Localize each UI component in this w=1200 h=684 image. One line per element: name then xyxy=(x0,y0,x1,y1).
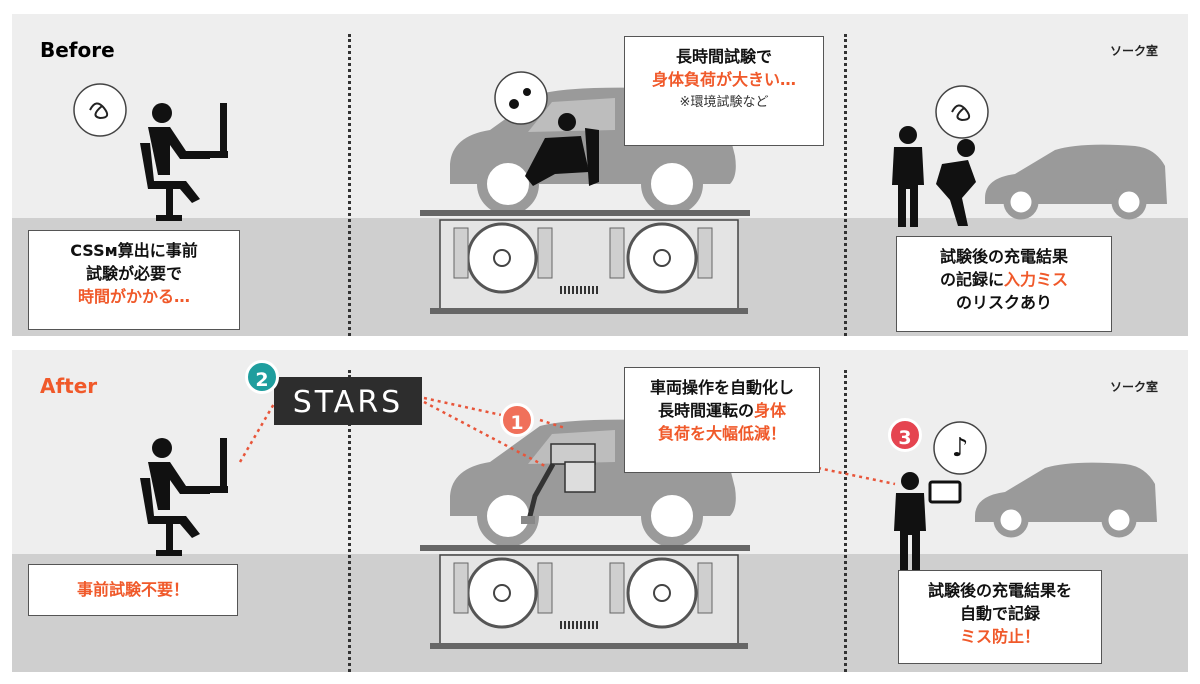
bubble-line: CSSм算出に事前 xyxy=(70,241,198,260)
bubble-line: 自動で記録 xyxy=(959,604,1040,623)
divider xyxy=(844,34,847,336)
bubble-highlight: ミス防止！ xyxy=(959,627,1040,646)
bubble-line: 長時間運転の身体 xyxy=(625,399,819,422)
right-speech-bubble: 試験後の充電結果を 自動で記録 ミス防止！ xyxy=(898,570,1102,664)
sweat-thought-icon xyxy=(494,71,548,125)
driver-seat-icon xyxy=(525,113,599,186)
bubble-highlight: 負荷を大幅低減！ xyxy=(657,424,786,443)
bubble-highlight: 入力ミス xyxy=(1004,270,1069,289)
connector-lines xyxy=(238,396,896,486)
soak-room-label: ソーク室 xyxy=(1109,380,1158,394)
soak-room-label: ソーク室 xyxy=(1109,44,1158,58)
music-note-icon: ♪ xyxy=(951,433,969,463)
side-car-icon xyxy=(985,144,1167,220)
seated-worker-icon xyxy=(140,438,228,556)
bubble-line: のリスクあり xyxy=(955,293,1052,312)
left-speech-bubble: CSSм算出に事前 試験が必要で 時間がかかる… xyxy=(28,230,240,330)
divider xyxy=(844,370,847,672)
badge-1: 1 xyxy=(500,403,534,437)
bubble-highlight: 事前試験不要！ xyxy=(76,580,189,599)
after-label: After xyxy=(40,374,98,398)
chassis-dynamometer xyxy=(420,210,750,314)
bubble-highlight: 身体負荷が大きい… xyxy=(651,70,796,89)
badge-3: 3 xyxy=(888,418,922,452)
side-car-icon xyxy=(975,462,1157,538)
stars-logo-text: STARS xyxy=(292,385,404,420)
tablet-icon xyxy=(928,480,962,504)
bubble-line: の記録に入力ミス xyxy=(897,268,1111,291)
bubble-line: 試験が必要で xyxy=(85,264,182,283)
driving-robot-icon xyxy=(521,443,596,524)
badge-2: 2 xyxy=(245,360,279,394)
seated-worker-icon xyxy=(140,103,228,221)
bubble-note: ※環境試験など xyxy=(679,95,769,110)
scribble-thought-icon xyxy=(935,85,989,139)
stars-logo: STARS xyxy=(274,377,422,425)
music-thought-icon xyxy=(933,421,987,475)
bubble-line: 試験後の充電結果 xyxy=(939,247,1068,266)
worker-icon xyxy=(894,472,926,573)
center-speech-bubble: 長時間試験で 身体負荷が大きい… ※環境試験など xyxy=(624,36,824,146)
bubble-line: 車両操作を自動化し xyxy=(649,378,794,397)
bubble-line: 長時間試験で xyxy=(675,47,772,66)
divider xyxy=(348,34,351,336)
kneeling-worker-icon xyxy=(936,139,976,226)
scribble-thought-icon xyxy=(73,83,127,137)
divider xyxy=(348,370,351,672)
before-label: Before xyxy=(40,38,115,62)
chassis-dynamometer xyxy=(420,545,750,649)
bubble-highlight: 身体 xyxy=(754,401,787,420)
bubble-text: 長時間運転の xyxy=(657,401,754,420)
right-speech-bubble: 試験後の充電結果 の記録に入力ミス のリスクあり xyxy=(896,236,1112,332)
bubble-highlight: 時間がかかる… xyxy=(77,287,190,306)
bubble-line: 試験後の充電結果を xyxy=(927,581,1072,600)
worker-icon xyxy=(892,126,924,227)
center-speech-bubble: 車両操作を自動化し 長時間運転の身体 負荷を大幅低減！ xyxy=(624,367,820,473)
left-speech-bubble: 事前試験不要！ xyxy=(28,564,238,616)
bubble-text: の記録に xyxy=(939,270,1004,289)
